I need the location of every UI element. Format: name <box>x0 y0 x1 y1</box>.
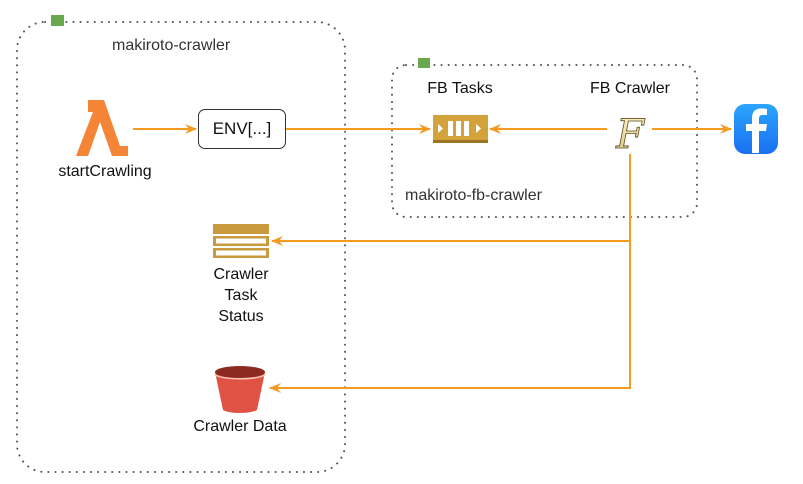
queue-icon <box>433 115 488 143</box>
status-table-label-line: Status <box>218 308 264 325</box>
facebook-icon[interactable] <box>734 104 778 154</box>
edge-crawler-to-bucket <box>269 241 631 393</box>
group-makiroto-crawler <box>16 21 346 473</box>
lambda-icon <box>76 100 128 156</box>
status-table-label-line: Crawler <box>213 266 269 283</box>
group-label-makiroto-crawler: makiroto-crawler <box>112 37 231 54</box>
queue-label: FB Tasks <box>427 80 493 97</box>
crawler-label: FB Crawler <box>589 80 670 97</box>
group-label-makiroto-fb-crawler: makiroto-fb-crawler <box>405 187 542 204</box>
env-node[interactable]: ENV[...] <box>198 109 286 149</box>
s3-bucket-icon <box>214 366 266 413</box>
status-table-label-line: Task <box>224 287 258 304</box>
group-badge-icon <box>418 58 430 68</box>
svg-text:F: F <box>615 112 645 158</box>
group-makiroto-fb-crawler <box>391 64 698 218</box>
bucket-label: Crawler Data <box>193 418 287 435</box>
lambda-label: startCrawling <box>58 163 152 180</box>
env-label: ENV[...] <box>212 119 272 138</box>
status-table-label: Crawler Task Status <box>196 264 286 327</box>
fargate-f-icon: F <box>615 112 646 159</box>
database-table-icon <box>213 224 269 258</box>
group-badge-icon <box>51 15 64 26</box>
